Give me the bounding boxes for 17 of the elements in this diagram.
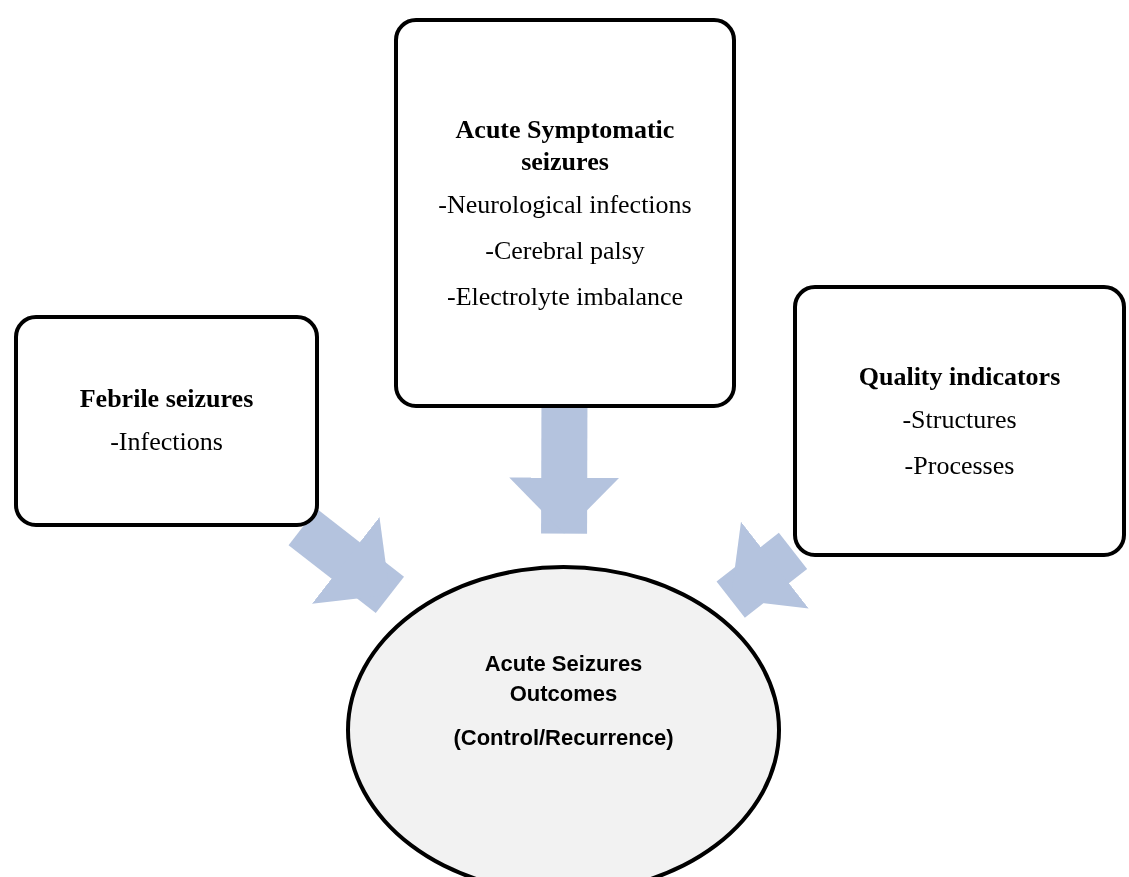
box-heading: Quality indicators (857, 361, 1062, 393)
list-item: -Electrolyte imbalance (446, 281, 683, 313)
list-item: -Infections (110, 426, 223, 458)
rounded-box (793, 285, 1126, 557)
box-heading: Febrile seizures (78, 383, 255, 415)
box-heading: Acute Symptomatic seizures (454, 114, 676, 178)
block-arrow (716, 521, 809, 618)
outcome-title: Acute Seizures Outcomes (483, 650, 644, 708)
block-arrow (509, 408, 620, 534)
rounded-box (14, 315, 319, 527)
block-arrow (288, 508, 404, 614)
outcome-subtitle: (Control/Recurrence) (453, 724, 674, 752)
list-item: -Structures (902, 404, 1017, 436)
list-item: -Neurological infections (438, 189, 692, 221)
list-item: -Processes (904, 450, 1015, 482)
list-item: -Cerebral palsy (485, 235, 645, 267)
rounded-box (394, 18, 736, 408)
